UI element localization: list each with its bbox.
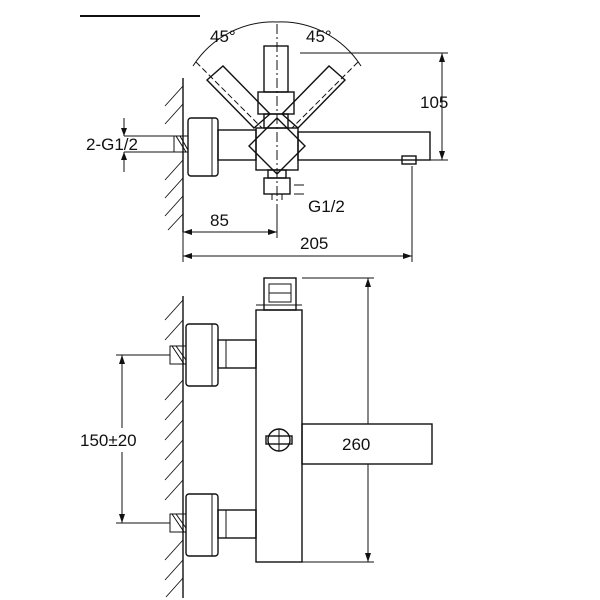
front-spout [301,423,433,465]
front-view: 260 150±20 [80,277,433,598]
top-handle-vertical [263,45,289,93]
top-handle-right [280,65,347,129]
top-wall-hatch [164,85,184,231]
dim-205-label: 205 [300,234,328,253]
dim-260-label: 260 [342,435,370,454]
top-handle-left [205,65,272,129]
front-lower-escutcheon [185,493,219,557]
dim-150-label: 150±20 [80,431,137,450]
front-wall-hatch [164,299,184,598]
inlet-label: 2-G1/2 [86,135,138,154]
angle-right-label: 45° [306,27,332,46]
front-handle-head [263,277,297,311]
top-view: 45° 45° 105 2-G1/2 G1/2 85 205 [86,21,448,262]
top-handle-collar [257,91,295,115]
angle-arc-right [276,21,362,67]
front-upper-connector [217,339,257,369]
angle-arc-left [192,21,278,67]
top-spout [297,131,431,161]
dim-105-label: 105 [420,93,448,112]
dim-85-label: 85 [210,211,229,230]
angle-left-label: 45° [210,27,236,46]
front-upper-escutcheon [185,323,219,387]
top-escutcheon [187,117,219,177]
front-lower-connector [217,509,257,539]
outlet-label: G1/2 [308,197,345,216]
